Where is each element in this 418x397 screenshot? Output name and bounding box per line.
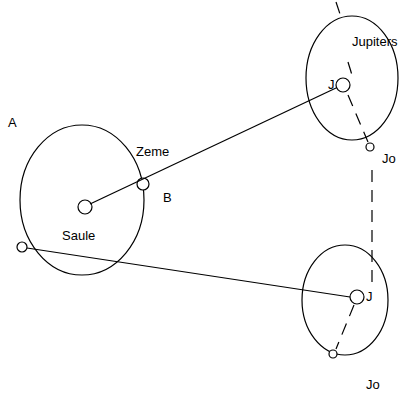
io-orbit — [306, 16, 398, 140]
planet-label: Saule — [62, 229, 95, 243]
moon-label: Jo — [382, 152, 396, 166]
sun — [78, 200, 92, 214]
earth-point-b — [137, 178, 149, 190]
sight-line — [90, 88, 336, 204]
dashed-line — [336, 2, 342, 20]
jupiter — [350, 290, 364, 304]
sight-line — [27, 248, 350, 297]
earth-orbit — [20, 125, 144, 275]
planet-label: Zeme — [136, 145, 169, 159]
io-orbit — [302, 245, 388, 355]
planet-label: J — [366, 290, 373, 304]
point-label: A — [8, 116, 17, 130]
dashed-line — [348, 62, 352, 75]
dashed-line — [336, 305, 354, 349]
moon-label: Jo — [366, 378, 380, 392]
planet-label: J — [328, 78, 335, 92]
jupiter — [336, 78, 350, 92]
planet-label: Jupiters — [352, 35, 398, 49]
dashed-line — [348, 95, 368, 142]
io-moon — [329, 350, 337, 358]
earth-point-a — [17, 242, 27, 252]
io-moon — [366, 143, 374, 151]
point-label: B — [163, 191, 172, 205]
dashed-line — [371, 170, 372, 290]
